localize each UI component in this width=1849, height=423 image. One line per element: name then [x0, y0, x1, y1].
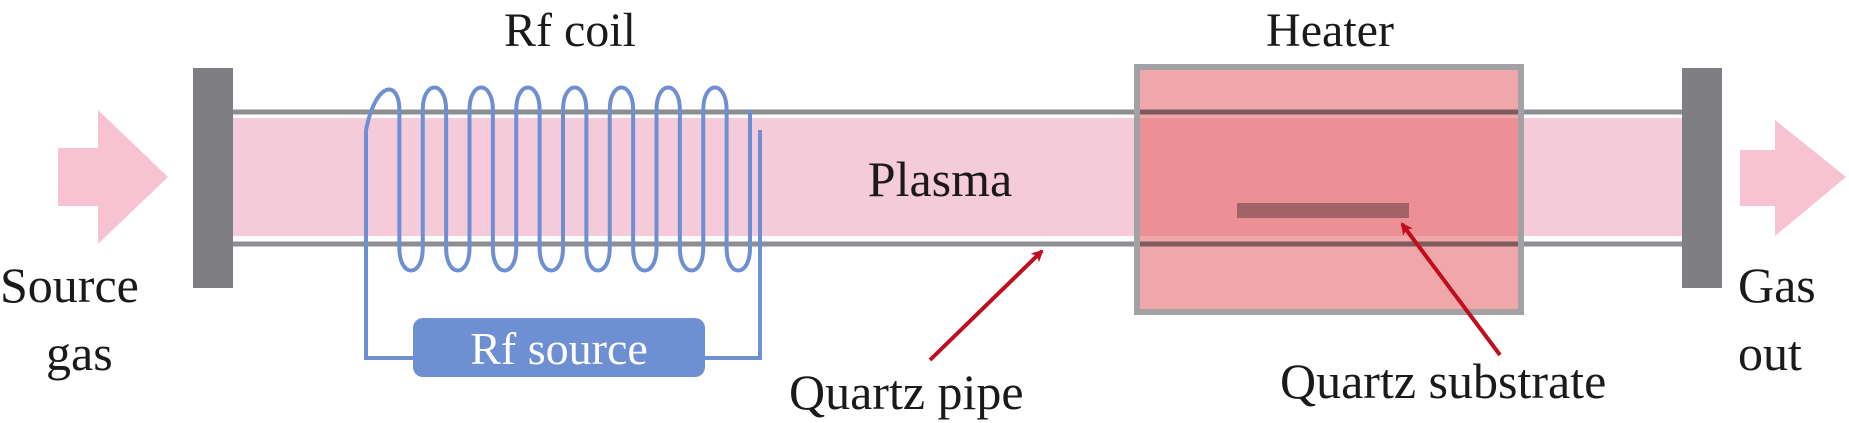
plasma-label: Plasma	[868, 151, 1012, 207]
gas-inlet-arrow	[58, 110, 168, 244]
source-gas-label-line2: gas	[46, 325, 113, 381]
rf-coil-winding	[364, 85, 752, 273]
inlet-flange	[193, 68, 233, 288]
quartz-substrate-label: Quartz substrate	[1280, 353, 1606, 409]
rf-source-label: Rf source	[470, 323, 648, 374]
rf-coil	[364, 85, 752, 273]
quartz-pipe-pointer-arrow	[928, 249, 1044, 362]
gas-out-label-line1: Gas	[1738, 257, 1816, 313]
quartz-substrate	[1237, 203, 1409, 218]
quartz-substrate-pointer-arrow	[1400, 222, 1502, 357]
gas-out-label-line2: out	[1738, 325, 1802, 381]
gas-outlet-arrow	[1740, 120, 1846, 236]
rf-source-box	[413, 318, 705, 377]
outlet-flange	[1682, 68, 1722, 288]
quartz-pipe-label: Quartz pipe	[789, 364, 1024, 420]
rf-coil-label: Rf coil	[504, 4, 636, 57]
heater	[1134, 64, 1524, 315]
source-gas-label-line1: Source	[0, 257, 139, 313]
heater-label: Heater	[1266, 4, 1394, 57]
